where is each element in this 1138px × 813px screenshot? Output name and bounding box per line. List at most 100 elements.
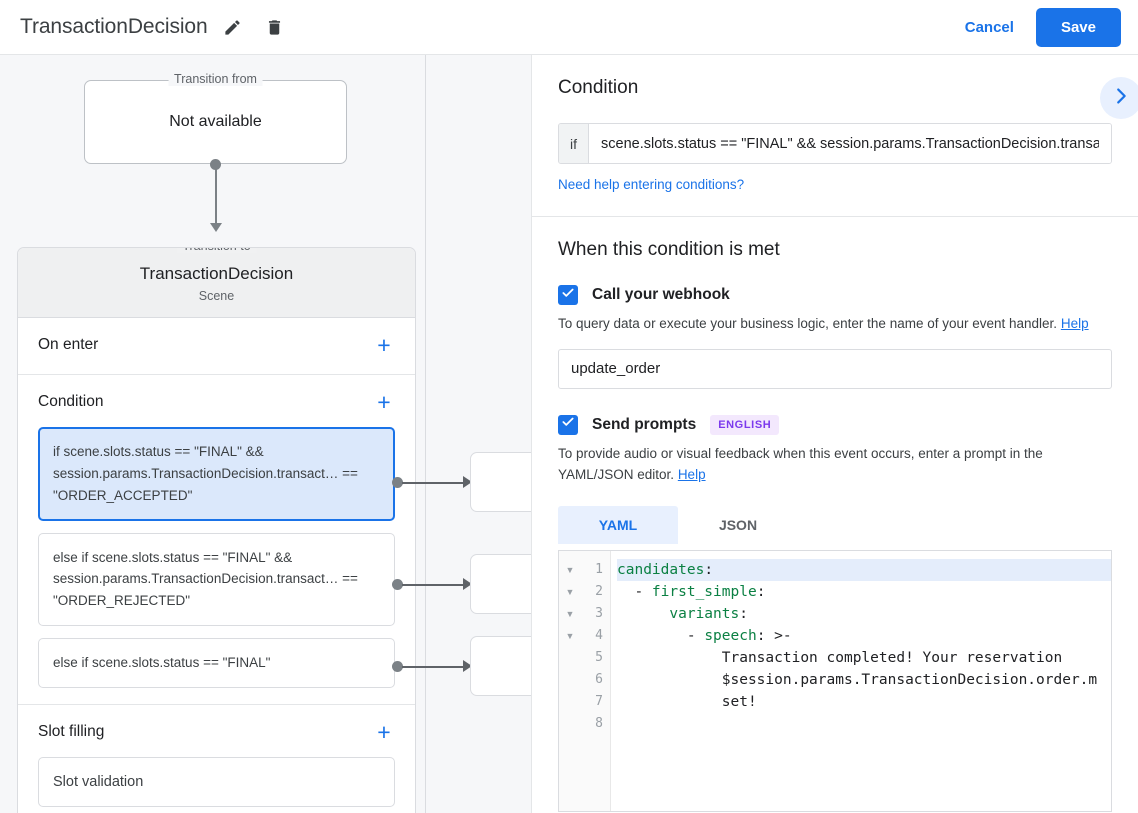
fold-spacer <box>559 713 581 735</box>
webhook-help-link[interactable]: Help <box>1060 316 1089 331</box>
transition-to-legend: Transition to <box>176 248 257 253</box>
code-line: - first_simple: <box>617 581 1111 603</box>
fold-toggle-icon[interactable]: ▼ <box>565 586 575 597</box>
transition-from-box[interactable]: Transition from Not available <box>84 72 347 164</box>
fold-toggle-icon[interactable]: ▼ <box>565 608 575 619</box>
line-number: 2 <box>595 583 603 599</box>
code-token: - <box>617 627 705 644</box>
section-header-slot-filling: Slot filling + <box>38 719 395 745</box>
prompts-checkbox-row: Send prompts ENGLISH <box>558 414 1112 435</box>
fold-toggle-icon[interactable]: ▼ <box>565 630 575 641</box>
line-number: 8 <box>595 715 603 731</box>
webhook-description-text: To query data or execute your business l… <box>558 316 1058 331</box>
code-token: Transaction completed! Your reservation <box>617 649 1063 666</box>
expand-panel-button[interactable] <box>1100 77 1138 119</box>
edge-line-condition-2 <box>402 584 466 586</box>
plus-icon-condition[interactable]: + <box>377 388 391 415</box>
connector-arrow <box>210 223 222 232</box>
line-number: 7 <box>595 693 603 709</box>
tab-json[interactable]: JSON <box>718 516 758 533</box>
edge-dot-condition-3 <box>392 661 403 672</box>
section-label-slot-filling: Slot filling <box>38 723 105 741</box>
edit-name-button[interactable] <box>216 10 250 44</box>
edge-arrow-condition-3 <box>463 660 472 672</box>
slot-validation-card[interactable]: Slot validation <box>38 757 395 808</box>
line-number: 5 <box>595 649 603 665</box>
transition-target-box[interactable] <box>470 636 531 696</box>
transition-from-value: Not available <box>169 113 262 130</box>
editor-code-area[interactable]: candidates: - first_simple: variants: - … <box>611 551 1111 811</box>
edge-line-condition-1 <box>402 482 466 484</box>
prompts-description-text: To provide audio or visual feedback when… <box>558 445 1043 482</box>
section-condition: Condition + if scene.slots.status == "FI… <box>18 375 415 706</box>
condition-card[interactable]: else if scene.slots.status == "FINAL" <box>38 638 395 689</box>
condition-section: Condition if Need help entering conditio… <box>532 55 1138 217</box>
transition-target-box[interactable] <box>470 452 531 512</box>
edge-dot-condition-1 <box>392 477 403 488</box>
code-token: - <box>617 583 652 600</box>
code-token: set! <box>617 693 757 710</box>
condition-input-row: if <box>558 123 1112 164</box>
check-icon <box>561 286 575 305</box>
code-line: set! <box>617 691 1111 713</box>
need-help-link[interactable]: Need help entering conditions? <box>558 177 745 192</box>
webhook-block: Call your webhook To query data or execu… <box>558 285 1112 389</box>
code-line: variants: <box>617 603 1111 625</box>
transition-from-legend: Transition from <box>168 72 263 86</box>
tab-yaml[interactable]: YAML <box>558 505 678 544</box>
plus-icon-slot-filling[interactable]: + <box>377 718 391 745</box>
editor-format-tabs: YAML JSON <box>558 505 1112 544</box>
delete-button[interactable] <box>258 10 292 44</box>
condition-input[interactable] <box>589 124 1111 163</box>
when-met-heading: When this condition is met <box>558 239 780 260</box>
webhook-label: Call your webhook <box>592 286 730 303</box>
save-button[interactable]: Save <box>1035 7 1121 47</box>
prompts-checkbox[interactable] <box>558 414 578 435</box>
scene-title: TransactionDecision <box>139 264 294 283</box>
details-panel: Condition if Need help entering conditio… <box>531 55 1138 813</box>
code-token: : <box>739 605 748 622</box>
code-line: - speech: >- <box>617 625 1111 647</box>
webhook-checkbox[interactable] <box>558 285 578 305</box>
code-token: : <box>756 583 766 600</box>
section-label-condition: Condition <box>38 393 104 410</box>
editor-fold-gutter[interactable]: ▼ ▼ ▼ ▼ <box>559 550 581 811</box>
pencil-icon <box>223 18 242 37</box>
check-icon <box>561 415 575 434</box>
code-line <box>617 713 1111 735</box>
code-line: Transaction completed! Your reservation <box>617 647 1111 669</box>
plus-icon-on-enter[interactable]: + <box>377 331 391 358</box>
section-header-on-enter: On enter + <box>38 332 395 358</box>
cancel-button[interactable]: Cancel <box>951 10 1028 45</box>
code-token: candidates <box>617 561 705 578</box>
scene-subtitle: Scene <box>198 289 235 303</box>
condition-card[interactable]: else if scene.slots.status == "FINAL" &&… <box>38 532 395 627</box>
prompts-help-link[interactable]: Help <box>677 466 706 482</box>
condition-heading: Condition <box>558 77 639 98</box>
language-badge: ENGLISH <box>710 414 780 435</box>
code-token: variants <box>669 605 740 622</box>
code-token <box>617 606 669 622</box>
section-label-on-enter: On enter <box>38 336 99 353</box>
prompts-label: Send prompts <box>592 415 697 433</box>
prompts-block: Send prompts ENGLISH To provide audio or… <box>558 414 1112 812</box>
code-line: candidates: <box>617 558 1111 581</box>
if-label: if <box>559 124 589 163</box>
line-number: 1 <box>595 561 603 577</box>
webhook-handler-input[interactable] <box>558 348 1112 389</box>
code-token: first_simple <box>651 583 757 600</box>
scene-header[interactable]: Transition to TransactionDecision Scene <box>18 248 415 318</box>
edge-arrow-condition-2 <box>463 578 472 590</box>
line-number: 3 <box>595 605 603 621</box>
condition-card-selected[interactable]: if scene.slots.status == "FINAL" && sess… <box>38 427 395 521</box>
edge-arrow-condition-1 <box>463 476 472 488</box>
fold-toggle-icon[interactable]: ▼ <box>565 564 575 575</box>
section-on-enter: On enter + <box>18 318 415 375</box>
edge-dot-condition-2 <box>392 579 403 590</box>
transition-target-box[interactable] <box>470 554 531 614</box>
line-number: 4 <box>595 627 603 643</box>
fold-spacer <box>559 647 581 669</box>
graph-divider <box>425 55 426 813</box>
webhook-description: To query data or execute your business l… <box>558 314 1112 335</box>
